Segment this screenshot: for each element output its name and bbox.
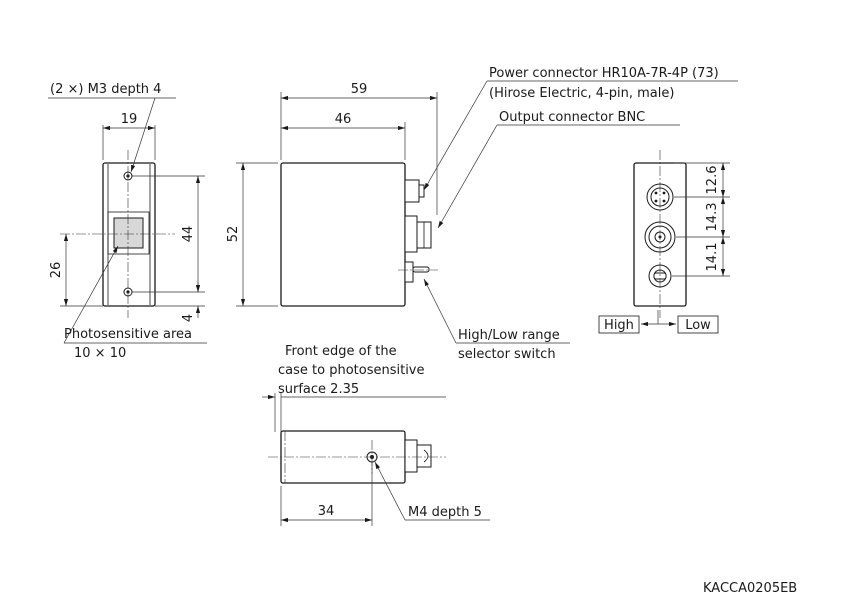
photosensitive-area [113,217,144,249]
dim-width-46: 46 [335,112,352,127]
m4-hole-label: M4 depth 5 [408,505,482,520]
photosensitive-window [107,211,150,255]
dim-pitch-12-6: 12.6 [705,166,720,195]
rear-view: 12.6 14.3 14.1 High Low [598,150,730,334]
low-label-box [677,315,719,334]
front-view: 19 (2 ×) M3 depth 4 44 4 26 Photosensiti… [48,82,207,361]
front-edge-note-2: case to photosensitive [278,363,425,378]
front-edge-note-3: surface 2.35 [278,382,359,397]
range-switch-label: High/Low range [458,328,560,343]
bottom-view: Front edge of the case to photosensitive… [262,344,490,526]
side-view: 59 46 52 Power connector HR10A-7R-4P (73… [226,66,738,362]
dim-width-19: 19 [121,112,138,127]
dim-pitch-14-1: 14.1 [705,243,720,272]
side-view-body [280,162,406,307]
dim-height-52: 52 [226,226,241,243]
dim-height-44: 44 [181,226,196,243]
drawing-code: KACCA0205EB [703,581,797,596]
photosensitive-area-label: Photosensitive area [64,327,192,342]
bnc-connector-icon [404,215,418,253]
photosensitive-area-size: 10 × 10 [74,346,126,361]
high-label-box [598,315,640,334]
dim-depth-34: 34 [318,504,335,519]
output-connector-label: Output connector BNC [499,110,645,125]
range-switch-label-2: selector switch [458,347,556,362]
power-connector-spec: (Hirose Electric, 4-pin, male) [489,86,674,101]
range-switch-icon [404,261,414,283]
dim-height-4: 4 [181,314,196,322]
power-connector-icon [404,179,420,203]
dim-pitch-14-3: 14.3 [705,203,720,232]
switch-low-label: Low [685,318,711,333]
power-connector-label: Power connector HR10A-7R-4P (73) [489,66,719,81]
front-edge-note-1: Front edge of the [285,344,397,359]
dim-height-26: 26 [49,262,64,279]
mounting-holes-label: (2 ×) M3 depth 4 [50,82,161,97]
dim-width-59: 59 [351,82,368,97]
switch-high-label: High [604,318,634,333]
